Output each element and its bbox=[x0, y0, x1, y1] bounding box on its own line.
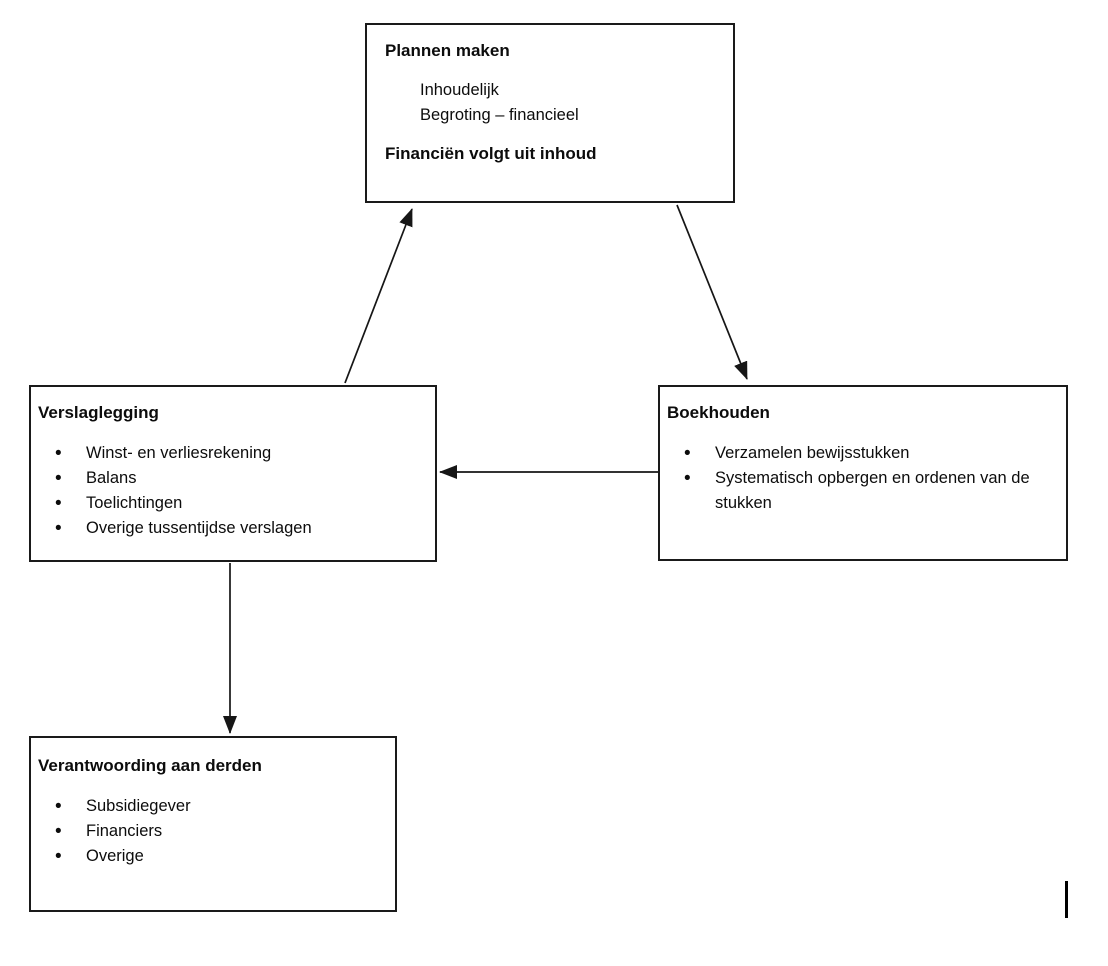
arrow-verslaglegging-to-plannen bbox=[344, 208, 413, 384]
plannen-line-inhoudelijk: Inhoudelijk bbox=[420, 81, 499, 99]
bullet-item: Systematisch opbergen en ordenen van de … bbox=[684, 466, 1058, 516]
bullet-item: Winst- en verliesrekening bbox=[55, 441, 427, 466]
verslaglegging-bullet-list: Winst- en verliesrekeningBalansToelichti… bbox=[38, 441, 427, 541]
bullet-item: Toelichtingen bbox=[55, 491, 427, 516]
bullet-item: Overige tussentijdse verslagen bbox=[55, 516, 427, 541]
cursor-mark bbox=[1065, 881, 1068, 918]
plannen-footer-note: Financiën volgt uit inhoud bbox=[385, 144, 597, 163]
box-title-verslaglegging: Verslaglegging bbox=[38, 403, 159, 422]
box-title-plannen-maken: Plannen maken bbox=[385, 41, 510, 60]
box-verslaglegging: Verslaglegging Winst- en verliesrekening… bbox=[29, 385, 437, 562]
boekhouden-bullet-list: Verzamelen bewijsstukkenSystematisch opb… bbox=[667, 441, 1058, 516]
box-title-boekhouden: Boekhouden bbox=[667, 403, 770, 422]
plannen-line-begroting: Begroting – financieel bbox=[420, 106, 579, 124]
box-verantwoording-aan-derden: Verantwoording aan derden SubsidiegeverF… bbox=[29, 736, 397, 912]
bullet-item: Financiers bbox=[55, 819, 387, 844]
bullet-item: Verzamelen bewijsstukken bbox=[684, 441, 1058, 466]
box-plannen-maken: Plannen maken Inhoudelijk Begroting – fi… bbox=[365, 23, 735, 203]
verantwoording-bullet-list: SubsidiegeverFinanciersOverige bbox=[38, 794, 387, 869]
bullet-item: Subsidiegever bbox=[55, 794, 387, 819]
bullet-item: Balans bbox=[55, 466, 427, 491]
box-title-verantwoording: Verantwoording aan derden bbox=[38, 756, 262, 775]
bullet-item: Overige bbox=[55, 844, 387, 869]
arrow-plannen-to-boekhouden bbox=[676, 204, 748, 380]
box-boekhouden: Boekhouden Verzamelen bewijsstukkenSyste… bbox=[658, 385, 1068, 561]
plannen-sub-lines: Inhoudelijk Begroting – financieel bbox=[420, 78, 723, 128]
